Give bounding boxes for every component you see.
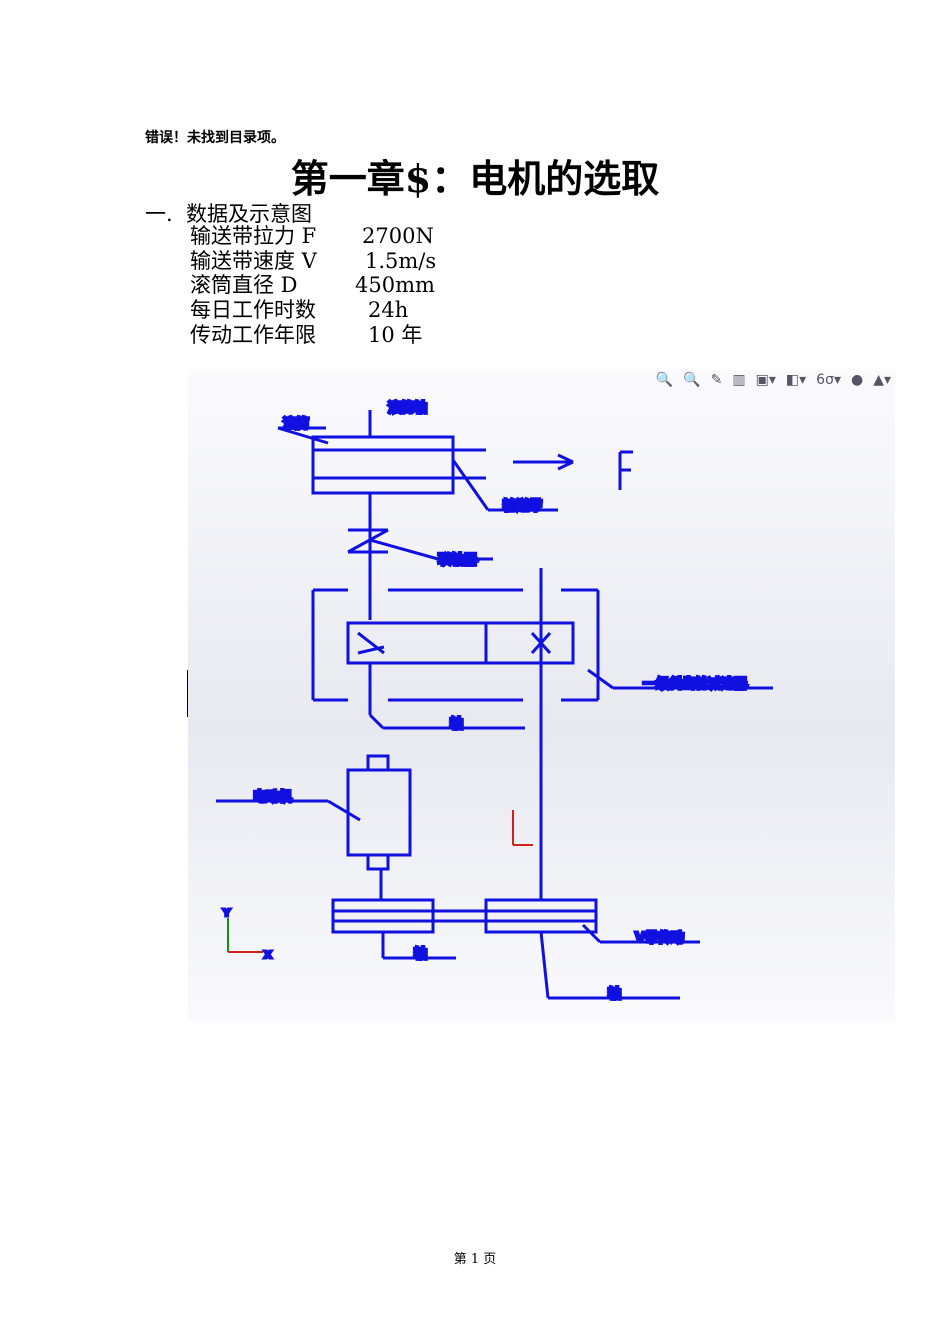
section-heading: 一. 数据及示意图: [145, 198, 312, 228]
label-conveyor-belt: 输送带: [503, 498, 542, 514]
reducer: [311, 568, 773, 900]
drum: [277, 410, 633, 620]
scene-icon[interactable]: ▲▾: [873, 372, 891, 388]
param-row: 传动工作年限 10 年: [190, 323, 422, 348]
appearance-icon[interactable]: ●: [850, 372, 864, 388]
param-label: 输送带拉力 F: [190, 224, 317, 248]
chapter-title: 第一章$：电机的选取: [290, 156, 660, 201]
param-value: 1.5m/s: [365, 249, 437, 273]
label-v-belt: V带传动: [635, 930, 684, 946]
label-motor: 电动机: [253, 789, 292, 805]
param-label: 传动工作年限: [190, 323, 316, 347]
zoom-area-icon[interactable]: 🔍: [683, 372, 701, 388]
coordinate-triad: [227, 810, 533, 953]
section-view-icon[interactable]: ▥: [732, 372, 746, 388]
param-value: 2700N: [362, 224, 434, 248]
label-axis-y: Y: [222, 908, 231, 919]
param-value: 24h: [368, 298, 409, 322]
param-row: 每日工作时数 24h: [190, 298, 408, 323]
transmission-diagram: 🔍 🔍 ✎ ▥ ▣▾ ◧▾ 6σ▾ ● ▲▾: [188, 370, 895, 1021]
param-label: 每日工作时数: [190, 298, 316, 322]
cad-toolbar: 🔍 🔍 ✎ ▥ ▣▾ ◧▾ 6σ▾ ● ▲▾: [656, 372, 891, 388]
section-title: 数据及示意图: [186, 202, 313, 226]
label-reducer: 一级斜齿轮减速器: [643, 676, 748, 692]
view-orient-icon[interactable]: ✎: [710, 372, 723, 388]
param-row: 滚筒直径 D 450mm: [190, 273, 435, 298]
param-label: 输送带速度 V: [190, 249, 317, 273]
view-cube-icon[interactable]: ◧▾: [785, 372, 807, 388]
motor: [216, 754, 412, 900]
param-value: 450mm: [355, 273, 435, 297]
v-belt: [331, 898, 700, 1000]
param-row: 输送带速度 V 1.5m/s: [190, 249, 436, 274]
page-number: 第 1 页: [453, 1252, 497, 1267]
label-drum-shaft: 滚筒轴: [388, 400, 427, 416]
section-number: 一.: [145, 202, 173, 226]
label-axis-x: X: [264, 950, 272, 961]
hide-show-icon[interactable]: 6σ▾: [816, 372, 841, 388]
param-row: 输送带拉力 F 2700N: [190, 224, 434, 249]
label-coupling: 联轴器: [438, 552, 478, 568]
label-shaft-b: 轴: [414, 946, 427, 962]
param-label: 滚筒直径 D: [190, 273, 298, 297]
label-shaft-a: 轴: [450, 716, 463, 732]
schematic-svg: 滚筒 滚筒轴 输送带 联轴器 一级斜齿轮减速器 轴 电动机 V带传动 轴 轴 X…: [216, 399, 773, 1004]
toc-error-text: 错误！未找到目录项。: [145, 130, 285, 146]
label-shaft-c: 轴: [608, 986, 621, 1002]
display-style-icon[interactable]: ▣▾: [755, 372, 776, 388]
zoom-to-fit-icon[interactable]: 🔍: [655, 372, 674, 388]
coupling: [347, 528, 493, 561]
param-value: 10 年: [368, 323, 423, 347]
label-drum: 滚筒: [283, 416, 309, 432]
